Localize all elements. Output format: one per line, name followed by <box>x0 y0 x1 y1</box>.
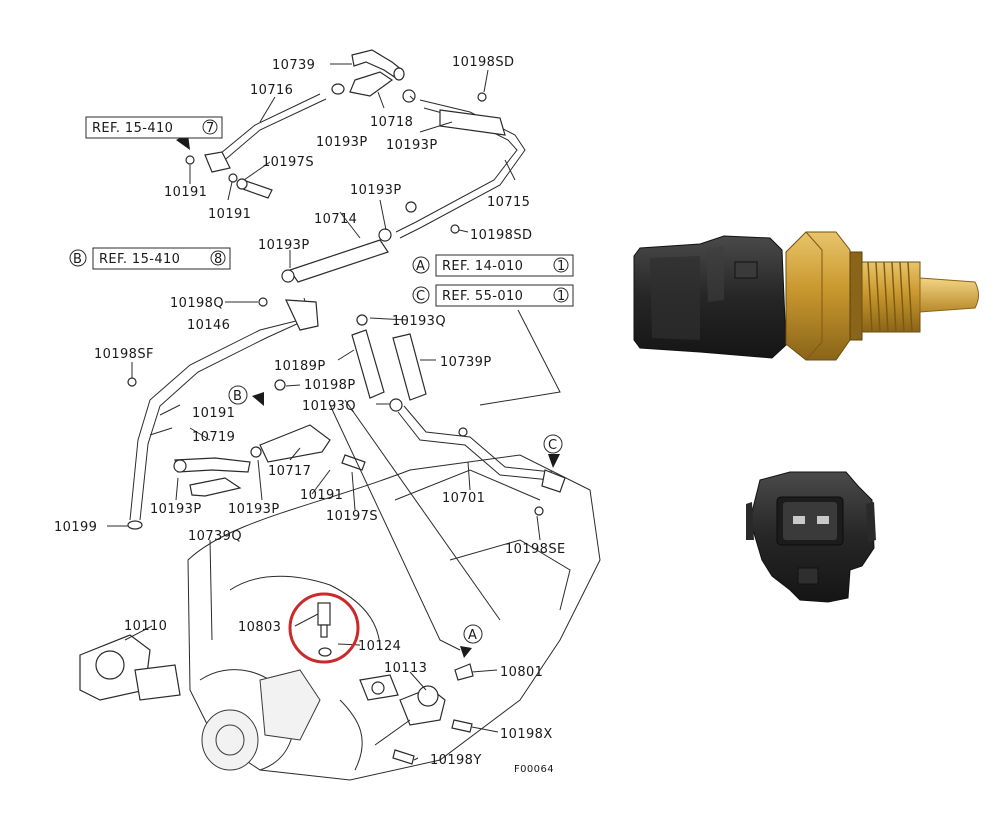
label-10191-c: 10191 <box>192 406 235 421</box>
diagram-code: F00064 <box>514 764 554 775</box>
svg-text:C: C <box>416 289 425 304</box>
label-10198q: 10198Q <box>170 296 224 311</box>
label-10739q: 10739Q <box>188 529 242 544</box>
ref-box-15-410-8: B REF. 15-410 8 <box>69 247 231 270</box>
label-10191-b: 10191 <box>208 207 251 222</box>
label-10193p-e: 10193P <box>150 502 202 517</box>
callout-c: C <box>543 434 563 454</box>
svg-text:A: A <box>416 259 425 274</box>
label-10197s-bot: 10197S <box>326 509 378 524</box>
label-10193p-b: 10193P <box>386 138 438 153</box>
label-10193p-d: 10193P <box>258 238 310 253</box>
parts-diagram: 10739 10198SD 10716 10718 10193P 10193P … <box>54 49 601 781</box>
svg-text:REF. 14-010: REF. 14-010 <box>442 259 523 274</box>
label-10198sd-top: 10198SD <box>452 55 514 70</box>
label-10197s-top: 10197S <box>262 155 314 170</box>
label-10191-a: 10191 <box>164 185 207 200</box>
callout-a: A <box>463 624 483 644</box>
upper-pipe-assembly <box>79 49 566 765</box>
arrow-c-icon <box>548 454 560 468</box>
label-10198sf: 10198SF <box>94 347 154 362</box>
label-10189p: 10189P <box>274 359 326 374</box>
label-10739p: 10739P <box>440 355 492 370</box>
sensor-side-view <box>633 231 979 361</box>
label-10193p-c: 10193P <box>350 183 402 198</box>
reference-boxes: REF. 15-410 7 B REF. 15-410 8 A REF. 14-… <box>69 116 574 307</box>
arrow-b-icon <box>252 392 264 406</box>
label-10801: 10801 <box>500 665 543 680</box>
ref-box-14-010: A REF. 14-010 1 <box>412 254 574 277</box>
arrow-a-icon <box>460 646 472 658</box>
callout-b: B <box>228 385 248 405</box>
label-10199: 10199 <box>54 520 97 535</box>
svg-text:7: 7 <box>206 121 215 136</box>
letter-callouts: B C A <box>228 385 563 644</box>
svg-text:1: 1 <box>557 259 566 274</box>
ref-box-55-010: C REF. 55-010 1 <box>412 284 574 307</box>
svg-text:REF. 55-010: REF. 55-010 <box>442 289 523 304</box>
svg-text:B: B <box>233 389 242 404</box>
highlight-circle <box>288 592 360 664</box>
label-10803: 10803 <box>238 620 281 635</box>
label-10719: 10719 <box>192 430 235 445</box>
svg-text:C: C <box>548 438 557 453</box>
label-10146: 10146 <box>187 318 230 333</box>
label-10191-d: 10191 <box>300 488 343 503</box>
leader-lines <box>107 63 561 761</box>
label-10717: 10717 <box>268 464 311 479</box>
part-labels: 10739 10198SD 10716 10718 10193P 10193P … <box>54 55 566 768</box>
svg-text:REF. 15-410: REF. 15-410 <box>92 121 173 136</box>
label-10113: 10113 <box>384 661 427 676</box>
svg-text:REF. 15-410: REF. 15-410 <box>99 252 180 267</box>
engine-block-outline <box>187 454 601 781</box>
label-10716: 10716 <box>250 83 293 98</box>
label-10739: 10739 <box>272 58 315 73</box>
label-10718: 10718 <box>370 115 413 130</box>
svg-text:B: B <box>73 252 82 267</box>
svg-text:1: 1 <box>557 289 566 304</box>
label-10714: 10714 <box>314 212 357 227</box>
label-10193q-a: 10193Q <box>392 314 446 329</box>
ref-box-15-410-7: REF. 15-410 7 <box>85 116 223 139</box>
label-10198y: 10198Y <box>430 753 482 768</box>
sensor-connector-face <box>746 471 876 603</box>
label-10198p: 10198P <box>304 378 356 393</box>
label-10193p-a: 10193P <box>316 135 368 150</box>
label-10198sd-mid: 10198SD <box>470 228 532 243</box>
label-10198se: 10198SE <box>505 542 566 557</box>
svg-text:A: A <box>468 628 477 643</box>
label-10193q-b: 10193Q <box>302 399 356 414</box>
label-10110: 10110 <box>124 619 167 634</box>
label-10193p-f: 10193P <box>228 502 280 517</box>
svg-text:8: 8 <box>214 252 223 267</box>
label-10701: 10701 <box>442 491 485 506</box>
label-10124: 10124 <box>358 639 401 654</box>
label-10715: 10715 <box>487 195 530 210</box>
label-10198x: 10198X <box>500 727 553 742</box>
